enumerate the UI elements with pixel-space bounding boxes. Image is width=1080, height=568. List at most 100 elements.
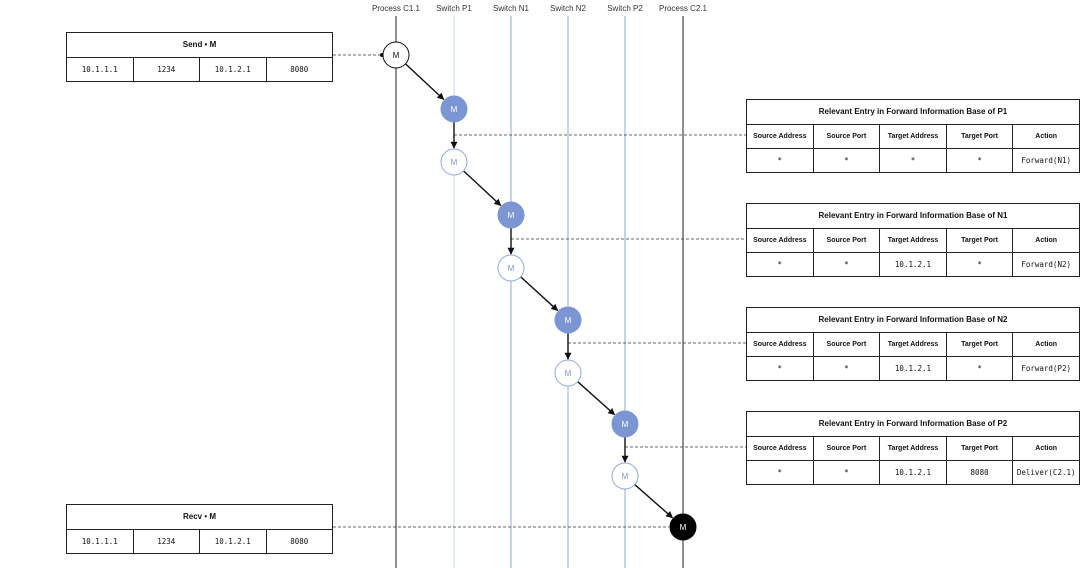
lane-title-n1: Switch N1	[492, 4, 530, 13]
message-arrow	[463, 170, 502, 206]
message-circle	[440, 95, 468, 123]
fib-header: Target Port	[945, 229, 1013, 252]
message-label: M	[622, 472, 629, 481]
message-label: M	[622, 420, 629, 429]
fib-header: Source Address	[753, 133, 807, 140]
fib-cell: *	[777, 156, 783, 165]
message-arrow	[405, 63, 445, 100]
fib-cell: *	[812, 461, 880, 484]
message-node: M	[497, 201, 525, 229]
fib-table-p2: Relevant Entry in Forward Information Ba…	[746, 411, 1080, 485]
fib-header: Target Port	[945, 125, 1013, 148]
message-circle	[382, 41, 410, 69]
lane-title-n2: Switch N2	[549, 4, 587, 13]
fib-header: Source Address	[753, 341, 807, 348]
fib-title: Relevant Entry in Forward Information Ba…	[747, 204, 1079, 229]
message-arrow	[520, 276, 559, 312]
fib-action: Deliver(C2.1)	[1012, 461, 1079, 484]
message-label: M	[565, 316, 572, 325]
fib-cell: 10.1.2.1	[879, 253, 946, 276]
fib-cell: *	[879, 149, 946, 172]
send-target-port: 8080	[265, 58, 333, 81]
fib-cell: *	[777, 468, 783, 477]
send-box: Send • M 10.1.1.1 1234 10.1.2.1 8080	[66, 32, 333, 82]
fib-header: Target Address	[879, 229, 946, 252]
send-source-port: 1234	[132, 58, 200, 81]
message-label: M	[565, 369, 572, 378]
lane-title-p1: Switch P1	[436, 4, 472, 13]
fib-header: Source Address	[753, 237, 807, 244]
fib-header: Target Address	[879, 333, 946, 356]
message-node: M	[497, 254, 525, 282]
fib-table-n2: Relevant Entry in Forward Information Ba…	[746, 307, 1080, 381]
fib-cell: *	[945, 149, 1013, 172]
send-title: Send • M	[67, 33, 332, 58]
message-label: M	[508, 264, 515, 273]
message-node: M	[382, 41, 410, 69]
fib-action: Forward(P2)	[1012, 357, 1079, 380]
fib-header: Target Address	[879, 437, 946, 460]
fib-header: Source Port	[812, 125, 880, 148]
message-node: M	[440, 148, 468, 176]
message-label: M	[680, 523, 687, 532]
send-source-address: 10.1.1.1	[81, 65, 118, 74]
message-arrow	[634, 484, 674, 519]
message-circle	[611, 462, 639, 490]
fib-header: Action	[1012, 333, 1079, 356]
fib-header: Source Address	[753, 445, 807, 452]
recv-source-port: 1234	[132, 530, 200, 553]
message-circle	[611, 410, 639, 438]
fib-header: Target Port	[945, 333, 1013, 356]
message-node: M	[611, 462, 639, 490]
fib-cell: *	[945, 357, 1013, 380]
message-circle	[440, 148, 468, 176]
fib-header: Action	[1012, 437, 1079, 460]
fib-cell: 8080	[945, 461, 1013, 484]
message-node: M	[611, 410, 639, 438]
message-circle	[554, 359, 582, 387]
fib-cell: *	[777, 364, 783, 373]
fib-header: Action	[1012, 125, 1079, 148]
fib-header: Source Port	[812, 437, 880, 460]
message-circle	[497, 201, 525, 229]
fib-header: Action	[1012, 229, 1079, 252]
fib-cell: 10.1.2.1	[879, 461, 946, 484]
message-label: M	[508, 211, 515, 220]
recv-target-port: 8080	[265, 530, 333, 553]
fib-cell: *	[777, 260, 783, 269]
message-node: M	[669, 513, 697, 541]
fib-action: Forward(N1)	[1012, 149, 1079, 172]
fib-title: Relevant Entry in Forward Information Ba…	[747, 308, 1079, 333]
fib-cell: *	[812, 357, 880, 380]
fib-header: Source Port	[812, 333, 880, 356]
recv-title: Recv • M	[67, 505, 332, 530]
lane-title-c21: Process C2.1	[658, 4, 708, 13]
recv-box: Recv • M 10.1.1.1 1234 10.1.2.1 8080	[66, 504, 333, 554]
fib-table-n1: Relevant Entry in Forward Information Ba…	[746, 203, 1080, 277]
fib-header: Target Address	[879, 125, 946, 148]
message-node: M	[440, 95, 468, 123]
message-node: M	[554, 306, 582, 334]
fib-header: Source Port	[812, 229, 880, 252]
lane-title-p2: Switch P2	[607, 4, 643, 13]
fib-table-p1: Relevant Entry in Forward Information Ba…	[746, 99, 1080, 173]
message-node: M	[554, 359, 582, 387]
fib-title: Relevant Entry in Forward Information Ba…	[747, 412, 1079, 437]
message-circle	[554, 306, 582, 334]
fib-action: Forward(N2)	[1012, 253, 1079, 276]
fib-cell: *	[945, 253, 1013, 276]
fib-title: Relevant Entry in Forward Information Ba…	[747, 100, 1079, 125]
message-circle	[669, 513, 697, 541]
message-label: M	[451, 105, 458, 114]
send-target-address: 10.1.2.1	[199, 58, 266, 81]
fib-cell: *	[812, 149, 880, 172]
fib-cell: *	[812, 253, 880, 276]
lane-title-c11: Process C1.1	[371, 4, 421, 13]
message-arrow	[577, 381, 616, 416]
message-circle	[497, 254, 525, 282]
recv-source-address: 10.1.1.1	[81, 537, 118, 546]
message-label: M	[393, 51, 400, 60]
recv-target-address: 10.1.2.1	[199, 530, 266, 553]
